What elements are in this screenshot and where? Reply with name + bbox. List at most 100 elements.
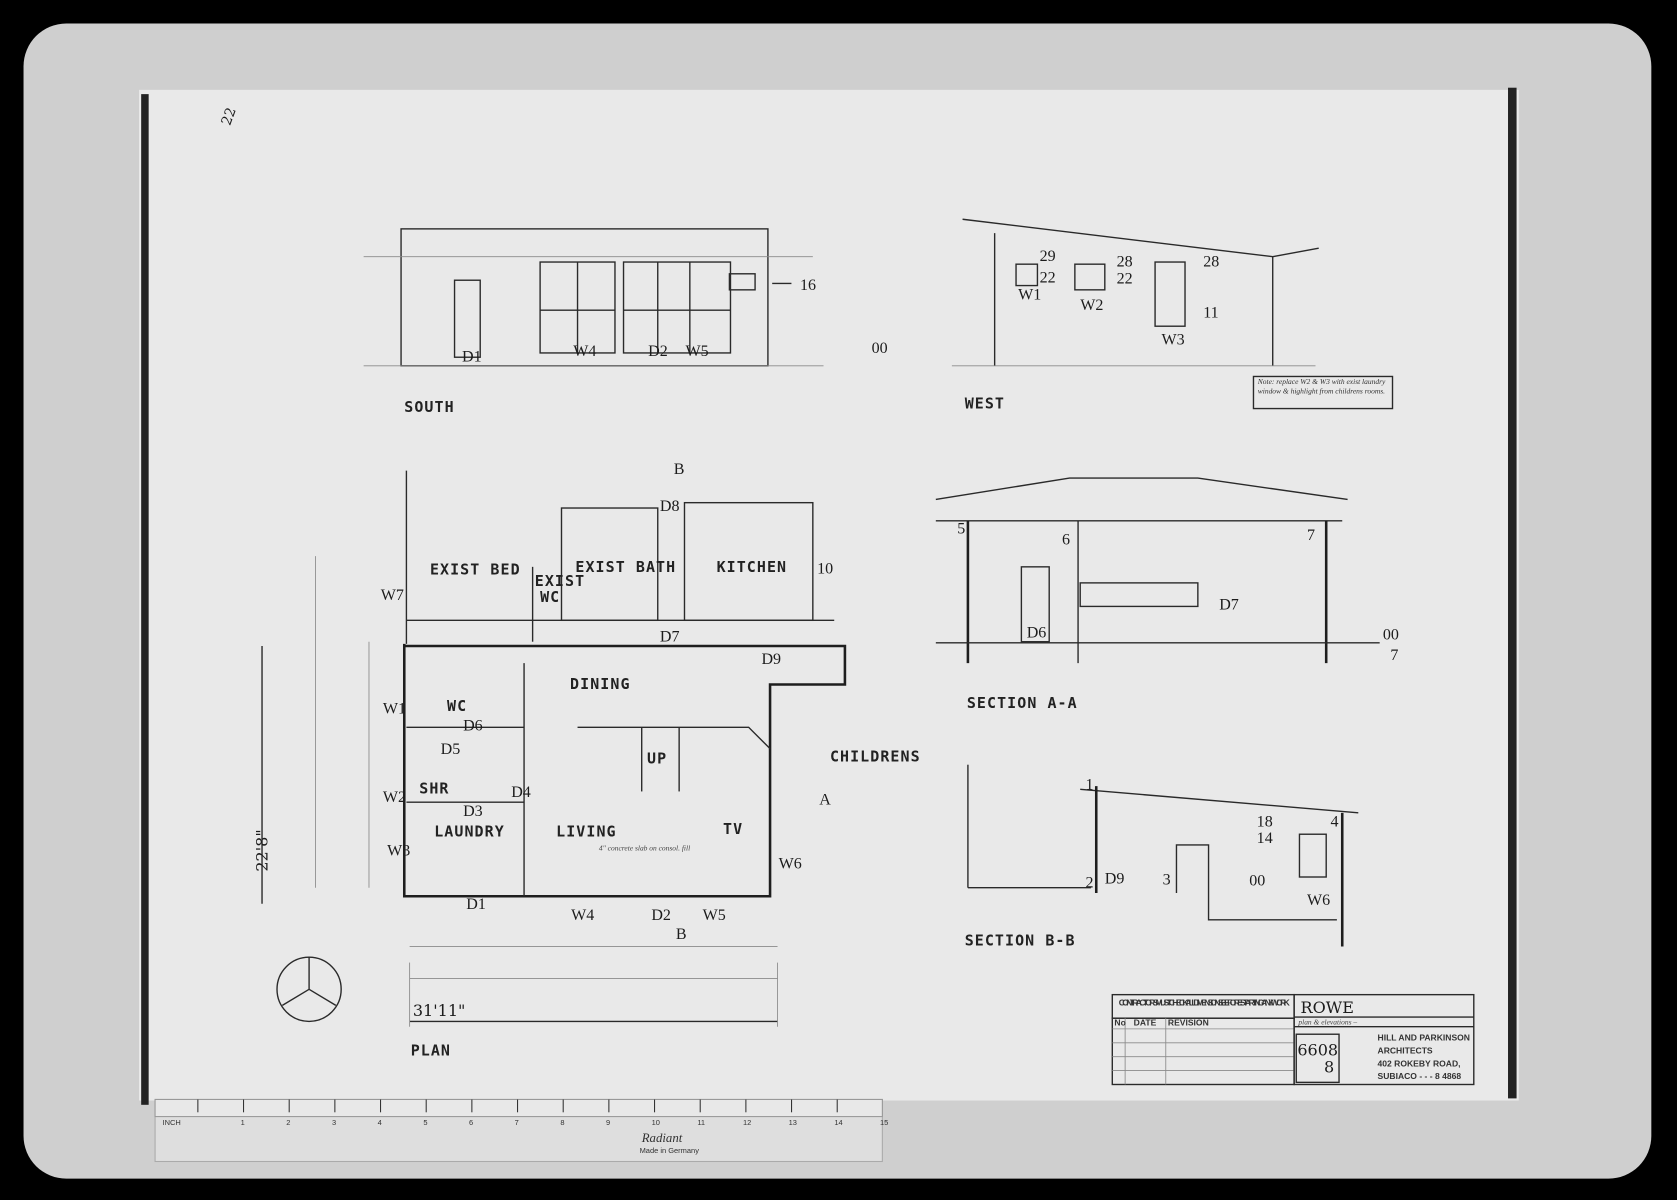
tag-d6: D6 — [463, 717, 483, 734]
ruler-tick-label: 14 — [834, 1118, 842, 1127]
window-tag-w1: W1 — [1018, 286, 1041, 303]
tag-d9: D9 — [761, 651, 781, 668]
dim-number: 14 — [1257, 830, 1273, 847]
section-b-b: 1 2 3 4 D9 W6 18 14 00 SECTION B-B — [965, 764, 1359, 949]
room-dining: DINING — [570, 675, 631, 693]
door-tag-d1: D1 — [462, 348, 482, 365]
tag-w2: W2 — [383, 789, 406, 806]
window-tag-w4: W4 — [573, 343, 596, 360]
detail-marker-3: 3 — [1163, 871, 1171, 888]
architect-name: HILL AND PARKINSON — [1378, 1033, 1470, 1043]
south-title: SOUTH — [404, 398, 454, 416]
section-b-b-title: SECTION B-B — [965, 931, 1076, 949]
dim-number: 18 — [1257, 814, 1273, 831]
ruler-tick-label: 8 — [560, 1118, 564, 1127]
overall-width-dimension: 31'11" — [413, 1001, 466, 1020]
dim-number: 22 — [1117, 270, 1133, 287]
stair-up: UP — [647, 750, 667, 768]
detail-marker-5: 5 — [957, 521, 965, 538]
tag-d5: D5 — [441, 741, 461, 758]
tag-w3: W3 — [387, 843, 410, 860]
plan-title: PLAN — [411, 1042, 451, 1060]
detail-marker-4: 4 — [1330, 814, 1338, 831]
corner-mark: 22 — [219, 105, 240, 127]
north-arrow-icon — [276, 956, 342, 1023]
room-kitchen: KITCHEN — [717, 558, 788, 576]
room-exist-bed: EXIST BED — [430, 560, 521, 578]
tag-d8: D8 — [660, 498, 680, 515]
ruler-tick-label: 9 — [606, 1118, 610, 1127]
tag-w4: W4 — [571, 907, 594, 924]
ruler-tick-label: 1 — [241, 1118, 245, 1127]
window-tag-w3: W3 — [1161, 331, 1184, 348]
window-note: Note: replace W2 & W3 with exist laundry… — [1257, 377, 1386, 396]
architect-line: ARCHITECTS — [1378, 1045, 1433, 1055]
door-tag-d6: D6 — [1027, 624, 1047, 641]
architect-suburb: SUBIACO - - - 8 4868 — [1378, 1071, 1462, 1081]
detail-marker-2: 2 — [1086, 875, 1094, 892]
section-a-a-title: SECTION A-A — [967, 694, 1078, 712]
floor-plan: 22'8" 31'11" EXIST BED EXIST WC EXIST BA… — [252, 461, 921, 1060]
door-tag-d7: D7 — [1219, 597, 1239, 614]
ruler-tick-label: 4 — [378, 1118, 382, 1127]
client-name: ROWE — [1301, 998, 1354, 1017]
detail-marker-7: 7 — [1307, 527, 1315, 544]
room-laundry: LAUNDRY — [434, 822, 505, 840]
dim-number: 28 — [1117, 253, 1133, 270]
sheet-number: 8 — [1324, 1058, 1334, 1077]
dim-number: 22 — [1040, 269, 1056, 286]
tag-d1: D1 — [466, 896, 486, 913]
tag-w7: W7 — [381, 587, 404, 604]
ruler-tick-label: 7 — [515, 1118, 519, 1127]
col-revision: REVISION — [1168, 1018, 1209, 1028]
ruler-tick-label: 15 — [880, 1118, 888, 1127]
col-no: No — [1114, 1018, 1125, 1028]
dim-number: 29 — [1040, 248, 1056, 265]
floor-level: 00 — [872, 340, 888, 357]
room-tv: TV — [723, 820, 743, 838]
floor-level: 00 — [1249, 873, 1265, 890]
tag-w5: W5 — [703, 907, 726, 924]
window-tag-w5: W5 — [686, 343, 709, 360]
section-a-a: 5 6 7 D6 D7 00 7 SECTION A-A — [935, 477, 1399, 712]
section-a-marker: A — [819, 791, 831, 808]
room-exist-wc: EXIST — [535, 572, 585, 590]
architect-address: 402 ROKEBY ROAD, — [1378, 1058, 1461, 1068]
sheet-edge-left — [141, 94, 149, 1105]
ruler-tick-label: 5 — [423, 1118, 427, 1127]
tag-w6: W6 — [779, 855, 802, 872]
room-living: LIVING — [556, 822, 617, 840]
south-elevation: D1 W4 D2 W5 16 00 SOUTH — [363, 228, 888, 416]
room-shower: SHR — [419, 780, 449, 798]
ruler-tick-label: 11 — [697, 1118, 705, 1127]
tag-w1: W1 — [383, 700, 406, 717]
window-tag-w6: W6 — [1307, 892, 1330, 909]
detail-marker-6: 6 — [1062, 531, 1070, 548]
col-date: DATE — [1134, 1018, 1157, 1028]
ruler-brand-logo: Radiant — [641, 1131, 683, 1145]
level-marker: 7 — [1390, 647, 1398, 664]
dim-number: 11 — [1203, 305, 1218, 322]
ruler-unit: INCH — [163, 1118, 181, 1127]
room-childrens: CHILDRENS — [830, 747, 921, 765]
west-elevation: 29 22 28 22 28 11 W1 W2 W3 WEST Note: re… — [951, 218, 1394, 413]
west-title: WEST — [965, 395, 1005, 413]
tag-d4: D4 — [511, 784, 531, 801]
ruler-tick-label: 10 — [652, 1118, 660, 1127]
tag-d2: D2 — [651, 907, 671, 924]
contractor-warning: CONTRACTORS MUST CHECK ALL DIMENSIONS BE… — [1119, 997, 1291, 1007]
tag-d3: D3 — [463, 803, 483, 820]
overall-height-dimension: 22'8" — [252, 829, 271, 871]
window-tag-w2: W2 — [1080, 297, 1103, 314]
room-wc: WC — [447, 697, 467, 715]
title-block: CONTRACTORS MUST CHECK ALL DIMENSIONS BE… — [1111, 993, 1475, 1086]
level-marker: 16 — [800, 277, 816, 294]
door-tag-d2: D2 — [648, 343, 668, 360]
room-exist-bath: EXIST BATH — [575, 558, 676, 576]
floor-note: 4" concrete slab on consol. fill — [599, 843, 690, 852]
ruler-tick-label: 6 — [469, 1118, 473, 1127]
detail-marker-1: 1 — [1086, 776, 1094, 793]
ruler-tick-label: 12 — [743, 1118, 751, 1127]
ruler-tick-label: 3 — [332, 1118, 336, 1127]
drawing-title: plan & elevations – — [1297, 1018, 1357, 1027]
